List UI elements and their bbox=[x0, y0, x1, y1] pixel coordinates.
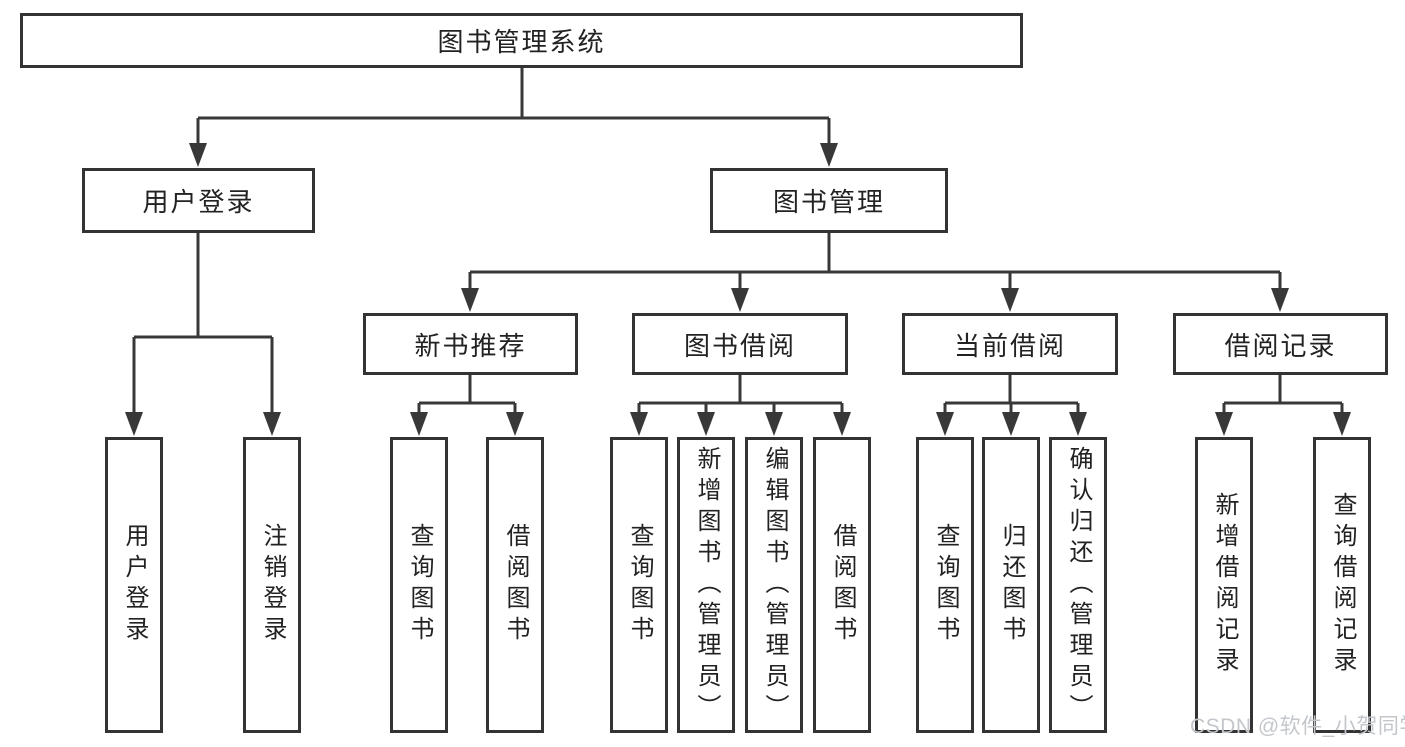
leaf-return-books: 归还图书 bbox=[982, 437, 1040, 733]
leaf-borrow-books-recommend: 借阅图书 bbox=[486, 437, 544, 733]
leaf-add-books-admin: 新增图书（管理员） bbox=[677, 437, 735, 733]
leaf-edit-books-admin: 编辑图书（管理员） bbox=[745, 437, 803, 733]
leaf-user-login: 用户登录 bbox=[105, 437, 163, 733]
leaf-query-borrow-record: 查询借阅记录 bbox=[1313, 437, 1371, 733]
leaf-query-books-recommend: 查询图书 bbox=[390, 437, 448, 733]
leaf-confirm-return-admin: 确认归还（管理员） bbox=[1049, 437, 1107, 733]
leaf-logout-login: 注销登录 bbox=[243, 437, 301, 733]
leaf-query-books-current: 查询图书 bbox=[916, 437, 974, 733]
node-book-management: 图书管理 bbox=[710, 168, 948, 233]
node-current-borrowing: 当前借阅 bbox=[902, 313, 1118, 375]
node-book-borrowing: 图书借阅 bbox=[632, 313, 848, 375]
node-new-book-recommendation: 新书推荐 bbox=[363, 313, 578, 375]
node-user-login: 用户登录 bbox=[82, 168, 315, 233]
leaf-add-borrow-record: 新增借阅记录 bbox=[1195, 437, 1253, 733]
leaf-query-books-borrowing: 查询图书 bbox=[610, 437, 668, 733]
leaf-borrow-books-borrowing: 借阅图书 bbox=[813, 437, 871, 733]
arrowheads bbox=[125, 143, 1351, 436]
node-borrowing-records: 借阅记录 bbox=[1173, 313, 1388, 375]
watermark: CSDN @软件_小贺同学 bbox=[1190, 715, 1405, 738]
node-library-system: 图书管理系统 bbox=[20, 13, 1023, 68]
